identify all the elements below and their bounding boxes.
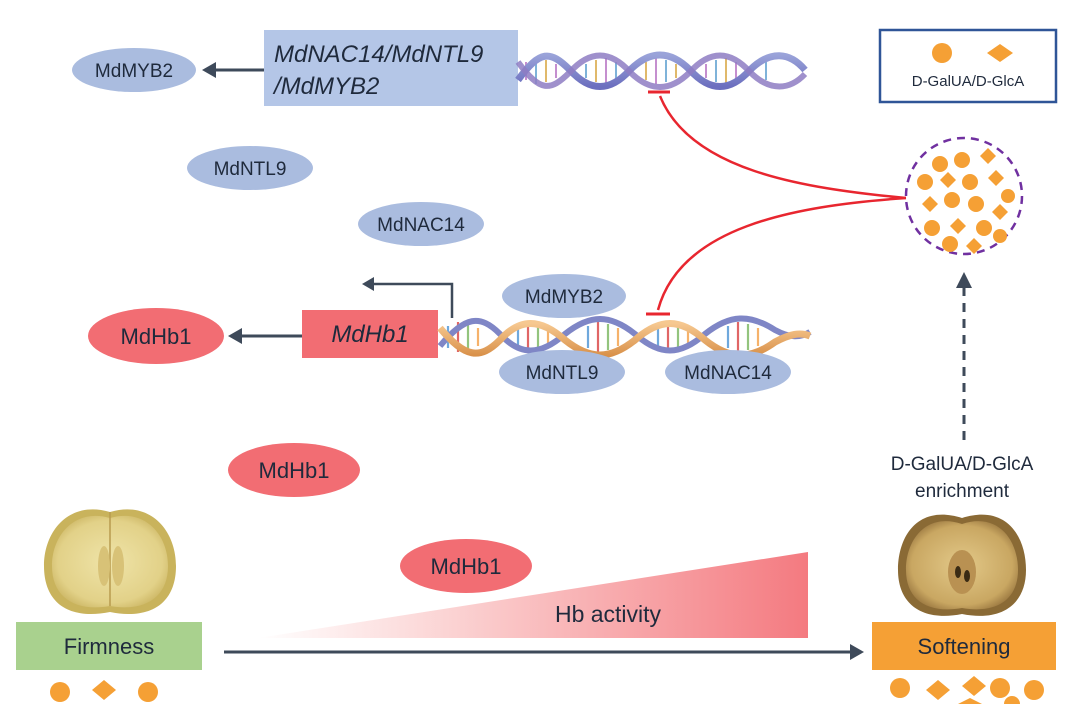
protein-label: MdNAC14: [684, 363, 772, 384]
gene-label: MdHb1: [331, 321, 408, 348]
dna-helix-top: [515, 51, 808, 90]
stage-label: Firmness: [64, 634, 154, 659]
stage-firmness: Firmness: [16, 622, 202, 670]
protein-label: MdHb1: [259, 458, 330, 483]
inhibition-top-dna: [648, 90, 907, 200]
transcription-start-arrow: [362, 277, 454, 318]
enrichment-line2: enrichment: [915, 481, 1010, 502]
process-arrow: [224, 644, 864, 660]
enrichment-label: D-GalUA/D-GlcA enrichment: [891, 454, 1034, 502]
arrow-to-mdmyb2: [202, 62, 264, 78]
gradient-label: Hb activity: [555, 601, 662, 627]
inhibition-bottom-dna: [646, 196, 907, 316]
protein-label: MdMYB2: [525, 287, 603, 308]
arrow-to-mdhb1: [228, 328, 302, 344]
hb-activity-gradient: Hb activity: [258, 552, 808, 638]
protein-mdntl9-bound: MdNTL9: [499, 350, 625, 394]
legend-box: D-GalUA/D-GlcA: [878, 28, 1058, 104]
glca-diamond-icon: [987, 44, 1013, 62]
gene-label-line2: /MdMYB2: [272, 73, 379, 100]
protein-mdhb1-product: MdHb1: [88, 308, 224, 364]
dna-helix-bottom: [437, 315, 812, 359]
enrichment-line1: D-GalUA/D-GlcA: [891, 454, 1034, 475]
protein-mdmyb2-top: MdMYB2: [72, 48, 196, 92]
apple-firm-icon: [44, 509, 176, 615]
protein-mdnac14-free: MdNAC14: [358, 202, 484, 246]
protein-label: MdHb1: [121, 324, 192, 349]
protein-mdnac14-bound: MdNAC14: [665, 350, 791, 394]
protein-label: MdHb1: [431, 554, 502, 579]
firmness-metabolites: [50, 680, 158, 702]
protein-label: MdNAC14: [377, 215, 465, 236]
protein-label: MdNTL9: [526, 363, 599, 384]
stage-softening: Softening: [872, 622, 1056, 670]
apple-soft-icon: [898, 514, 1026, 616]
protein-mdhb1-free-1: MdHb1: [228, 443, 360, 497]
gene-box-top: MdNAC14/MdNTL9 /MdMYB2: [264, 30, 518, 106]
legend-label: D-GalUA/D-GlcA: [912, 73, 1025, 90]
protein-mdhb1-free-2: MdHb1: [400, 539, 532, 593]
gene-box-mdhb1: MdHb1: [302, 310, 438, 358]
galua-circle-icon: [932, 43, 952, 63]
softening-metabolites: [890, 676, 1044, 704]
protein-mdntl9-free: MdNTL9: [187, 146, 313, 190]
protein-label: MdMYB2: [95, 61, 173, 82]
protein-mdmyb2-bound: MdMYB2: [502, 274, 626, 318]
dashed-arrow-enrichment: [956, 272, 972, 440]
metabolite-cluster: [904, 136, 1024, 256]
gene-label-line1: MdNAC14/MdNTL9: [274, 41, 483, 68]
protein-label: MdNTL9: [214, 159, 287, 180]
stage-label: Softening: [918, 634, 1011, 659]
